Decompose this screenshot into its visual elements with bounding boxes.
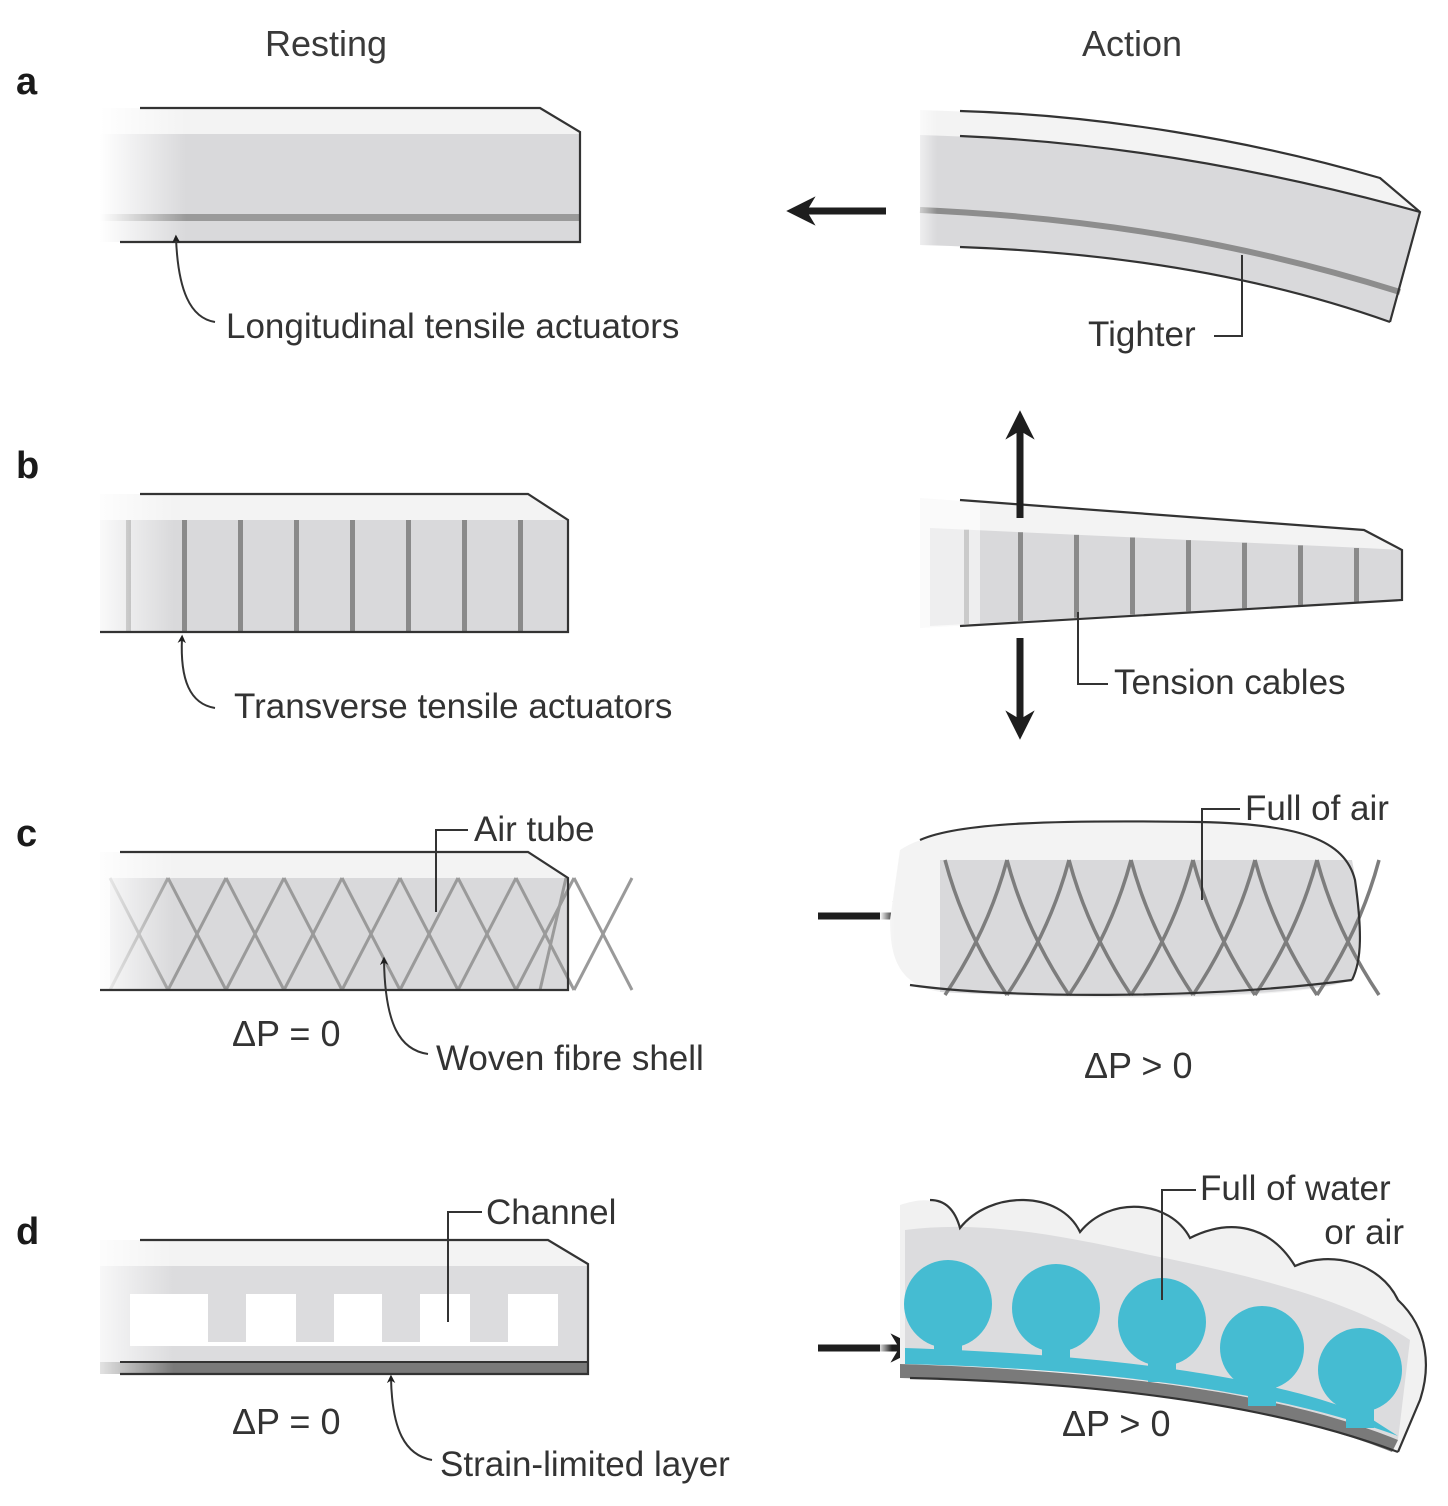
tension-cable bbox=[1186, 540, 1191, 612]
label-tighter: Tighter bbox=[1088, 315, 1196, 354]
leader-tighter bbox=[1214, 255, 1243, 337]
pressure-resting-d: ΔP = 0 bbox=[232, 1401, 340, 1442]
panel-a-resting-slab bbox=[100, 106, 582, 248]
panel-letter-a: a bbox=[16, 61, 38, 103]
fluid-chamber bbox=[1318, 1328, 1402, 1412]
label-longitudinal-tensile-actuators: Longitudinal tensile actuators bbox=[226, 307, 679, 346]
tension-cable bbox=[1354, 548, 1359, 602]
woven-fibre bbox=[1129, 859, 1195, 996]
panel-b: b Transverse tensile actuators Tension c… bbox=[16, 410, 1404, 740]
label-or-air: or air bbox=[1324, 1213, 1404, 1252]
label-full-of-air: Full of air bbox=[1245, 789, 1389, 828]
panel-a-action-slab bbox=[910, 105, 1422, 324]
fluid-chamber bbox=[1118, 1278, 1206, 1366]
woven-fibre bbox=[572, 877, 634, 991]
chamber-neck bbox=[1346, 1402, 1374, 1428]
woven-fibre bbox=[1129, 859, 1195, 996]
leader-air-tube bbox=[435, 829, 468, 912]
pointer-arrow-icon bbox=[177, 634, 216, 709]
panel-d-action-actuator bbox=[880, 1190, 1427, 1454]
label-air-tube: Air tube bbox=[474, 810, 595, 849]
label-full-of-water: Full of water bbox=[1200, 1169, 1391, 1208]
tension-cable bbox=[1298, 545, 1303, 605]
woven-fibre bbox=[1191, 859, 1257, 996]
leader-tension-cables bbox=[1077, 612, 1108, 685]
label-woven-fibre-shell: Woven fibre shell bbox=[436, 1039, 704, 1078]
pressure-resting-c: ΔP = 0 bbox=[232, 1013, 340, 1054]
label-tension-cables: Tension cables bbox=[1114, 663, 1346, 702]
panel-c: c Air tube ΔP = 0 Woven fibre shell Full… bbox=[16, 789, 1389, 1086]
pointer-arrow-icon bbox=[386, 1374, 433, 1461]
panel-letter-d: d bbox=[16, 1211, 39, 1253]
fluid-chamber bbox=[1220, 1306, 1304, 1390]
pressure-action-d: ΔP > 0 bbox=[1062, 1403, 1170, 1444]
label-strain-limited-layer: Strain-limited layer bbox=[440, 1445, 730, 1484]
panel-c-resting-tube bbox=[88, 850, 634, 992]
chamber-neck bbox=[1248, 1380, 1276, 1406]
panel-c-action-tube bbox=[880, 820, 1381, 1005]
woven-fibre bbox=[1067, 859, 1133, 996]
woven-fibre bbox=[1253, 859, 1319, 996]
woven-fibre bbox=[1315, 859, 1381, 996]
leader-full-of-water bbox=[1161, 1189, 1196, 1300]
label-transverse-tensile-actuators: Transverse tensile actuators bbox=[234, 687, 672, 726]
woven-fibre bbox=[1191, 859, 1257, 996]
tension-cable bbox=[1242, 542, 1247, 609]
panel-d-resting-actuator bbox=[80, 1238, 600, 1378]
chamber-neck bbox=[1042, 1342, 1070, 1368]
woven-fibre bbox=[1005, 859, 1071, 996]
fluid-chamber bbox=[1012, 1264, 1100, 1352]
panel-b-action-slab bbox=[900, 495, 1404, 635]
woven-fibre bbox=[1005, 859, 1071, 996]
column-header-resting: Resting bbox=[265, 23, 387, 64]
tension-cable bbox=[1074, 534, 1079, 618]
panel-b-resting-slab bbox=[88, 492, 570, 634]
woven-fibre bbox=[1315, 859, 1381, 996]
pointer-arrow-icon bbox=[379, 956, 429, 1055]
panel-letter-c: c bbox=[16, 813, 37, 855]
leader-channel bbox=[447, 1211, 482, 1322]
tension-cable bbox=[1130, 537, 1135, 615]
panel-d: d Channel ΔP = 0 Strain-limited layer bbox=[16, 1169, 1427, 1484]
pressure-action-c: ΔP > 0 bbox=[1084, 1045, 1192, 1086]
label-channel: Channel bbox=[486, 1193, 616, 1232]
pointer-arrow-icon bbox=[171, 234, 216, 323]
panel-letter-b: b bbox=[16, 445, 39, 487]
leader-full-of-air bbox=[1201, 808, 1240, 900]
chamber-neck bbox=[1148, 1356, 1176, 1382]
woven-fibre bbox=[1067, 859, 1133, 996]
column-header-action: Action bbox=[1082, 23, 1182, 64]
woven-fibre bbox=[1253, 859, 1319, 996]
panel-a: a Longitudinal tensile actuators Tighter bbox=[16, 61, 1422, 354]
